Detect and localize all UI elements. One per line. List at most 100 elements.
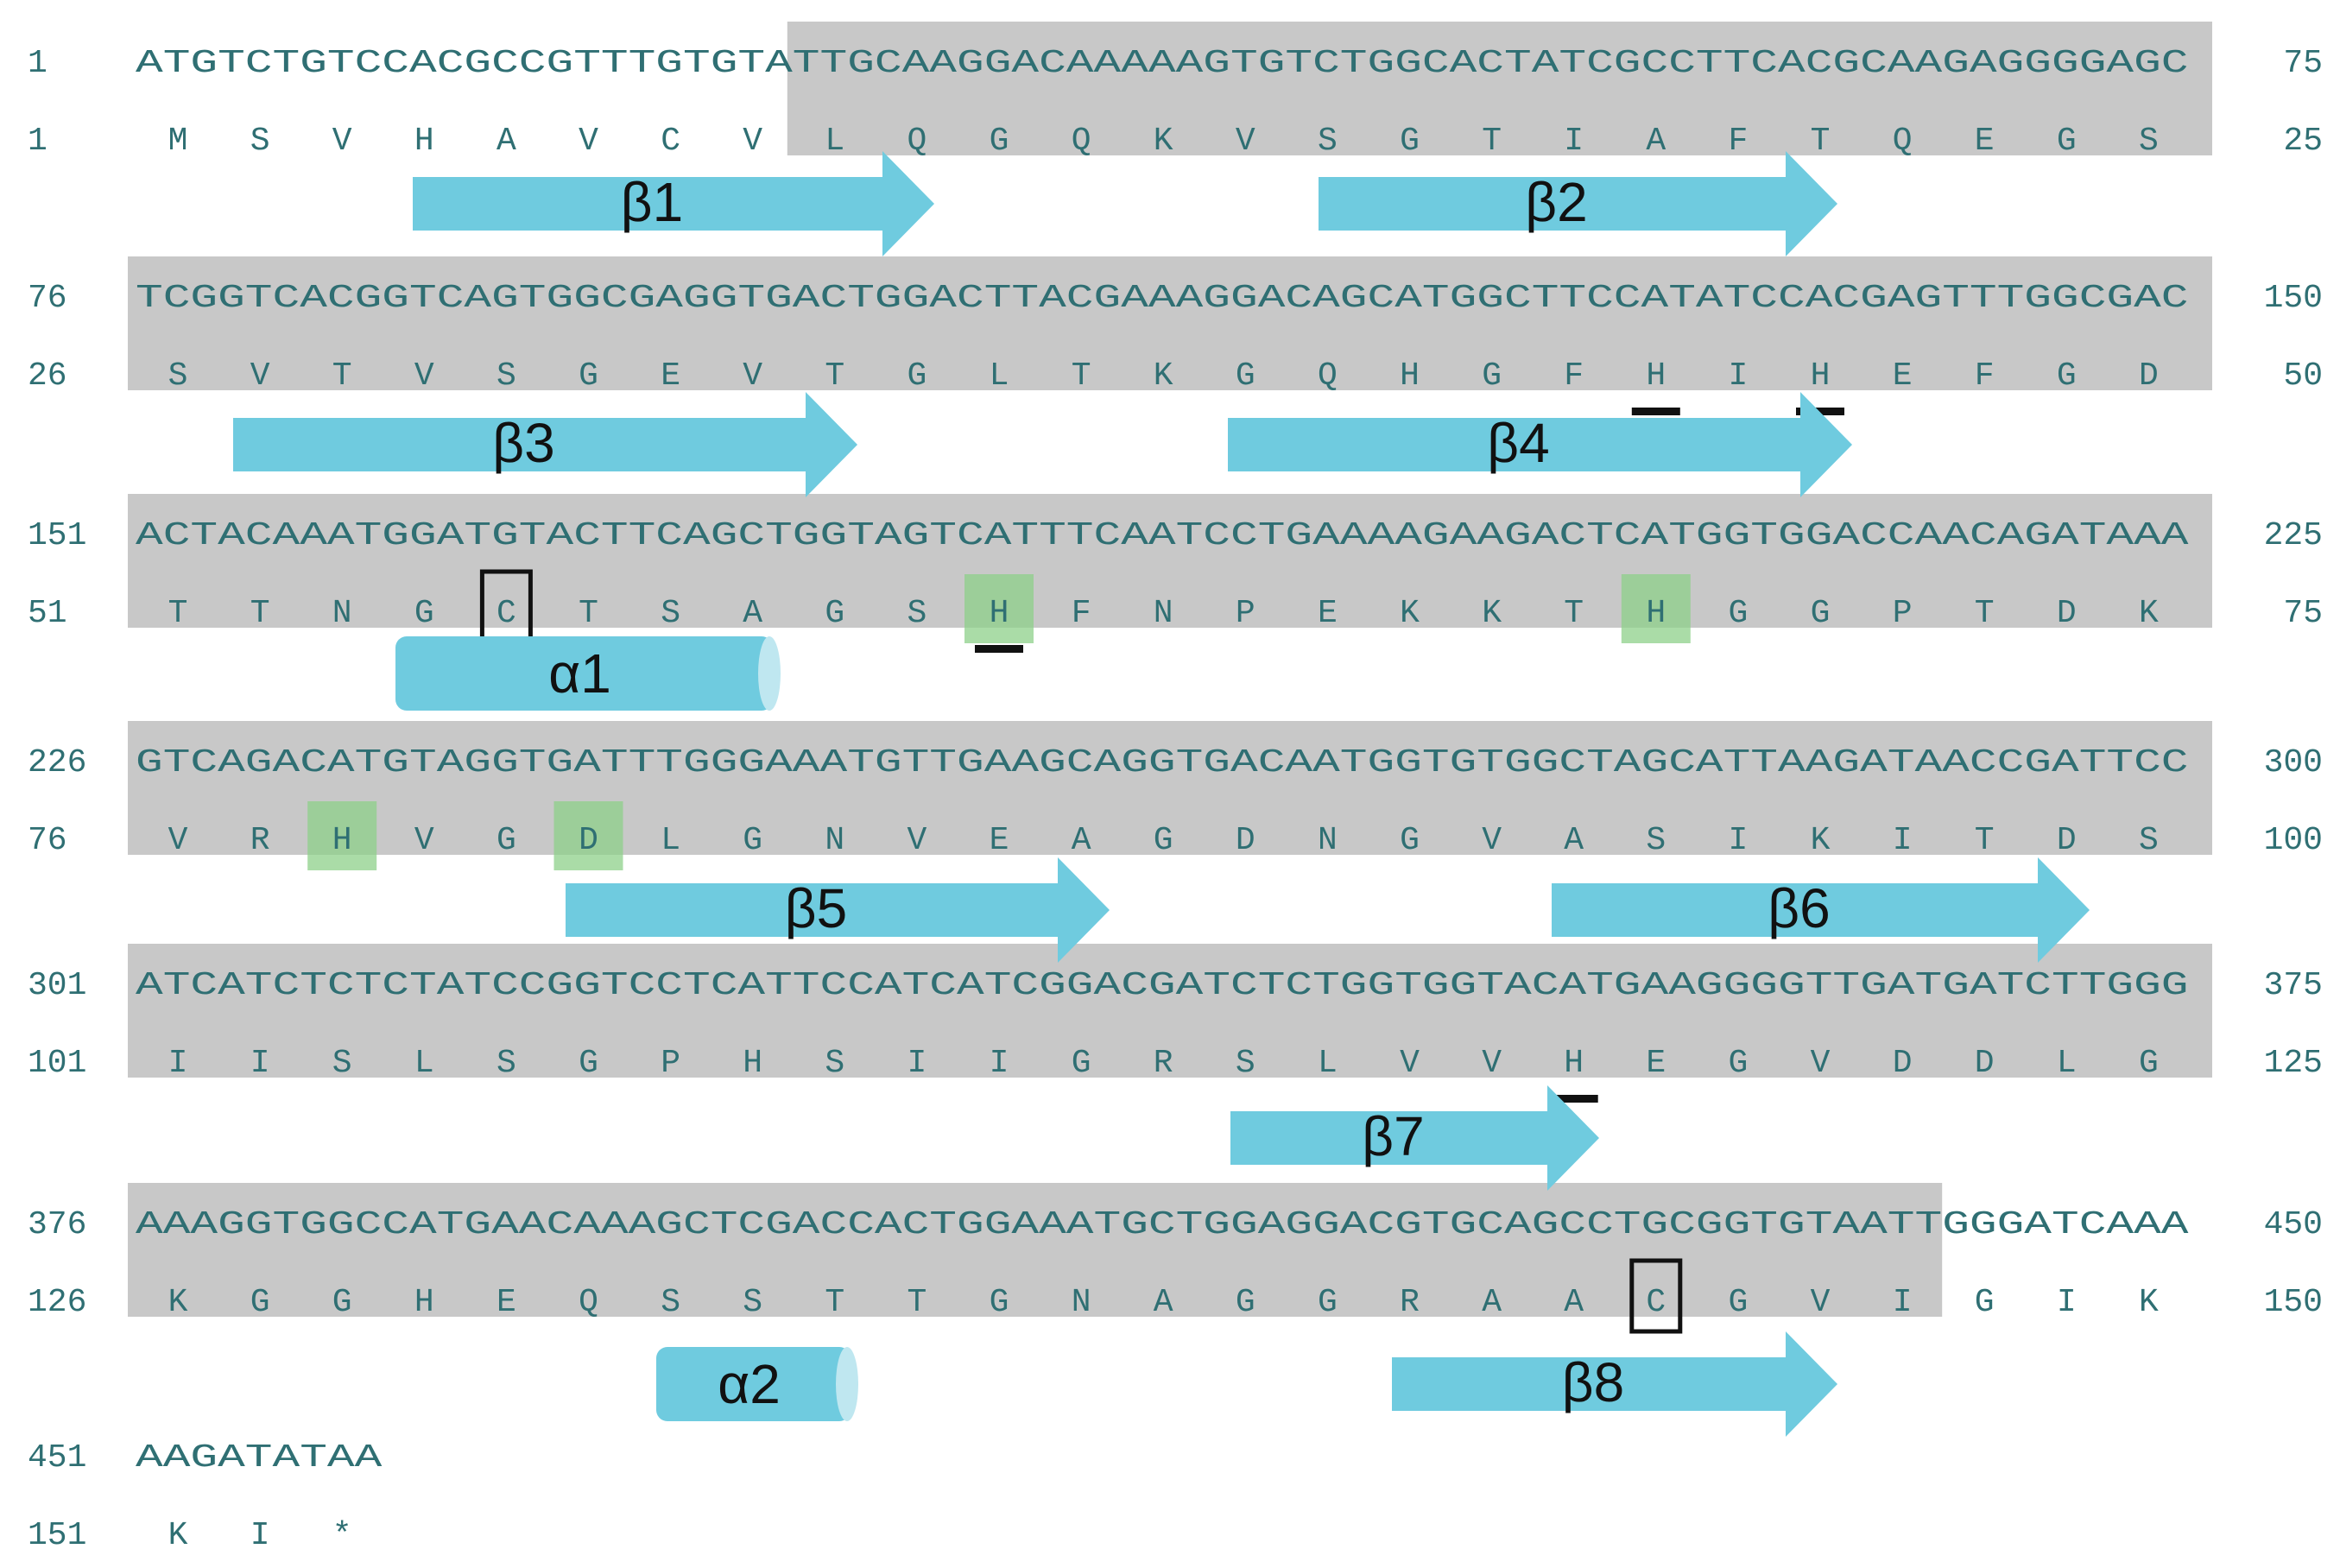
aa-end-number: 50 bbox=[2283, 357, 2323, 395]
shaded-region bbox=[128, 494, 2212, 628]
aa-end-number: 125 bbox=[2264, 1045, 2323, 1082]
amino-acid: S bbox=[332, 1045, 352, 1082]
secondary-structure-strand: β3 bbox=[233, 392, 857, 497]
amino-acid: K bbox=[1154, 357, 1173, 395]
amino-acid: E bbox=[496, 1284, 516, 1321]
amino-acid: G bbox=[579, 1045, 598, 1082]
amino-acid: G bbox=[414, 595, 434, 632]
amino-acid: K bbox=[1400, 595, 1420, 632]
residue-underline bbox=[975, 645, 1023, 653]
amino-acid: G bbox=[907, 357, 927, 395]
amino-acid: G bbox=[743, 822, 762, 859]
amino-acid: V bbox=[1811, 1045, 1831, 1082]
secondary-structure-strand: β1 bbox=[413, 151, 934, 256]
amino-acid: T bbox=[1564, 595, 1584, 632]
amino-acid: I bbox=[1893, 822, 1913, 859]
amino-acid: A bbox=[1646, 123, 1666, 160]
amino-acid: A bbox=[1154, 1284, 1173, 1321]
active-site-highlight bbox=[1621, 574, 1691, 643]
amino-acid: K bbox=[168, 1517, 188, 1554]
amino-acid: G bbox=[2057, 123, 2077, 160]
amino-acid: V bbox=[579, 123, 598, 160]
aa-start-number: 101 bbox=[28, 1045, 86, 1082]
amino-acid: Q bbox=[1893, 123, 1913, 160]
amino-acid: * bbox=[332, 1517, 352, 1554]
aa-end-number: 25 bbox=[2283, 123, 2323, 160]
aa-end-number: 100 bbox=[2264, 822, 2323, 859]
amino-acid: I bbox=[2057, 1284, 2077, 1321]
secondary-structure-strand: β2 bbox=[1319, 151, 1837, 256]
dna-sequence: AAAGGTGGCCATGAACAAAGCTCGACCACTGGAAATGCTG… bbox=[136, 1206, 2189, 1243]
feature-label: β8 bbox=[1562, 1351, 1624, 1413]
amino-acid: K bbox=[168, 1284, 188, 1321]
amino-acid: Q bbox=[1072, 123, 1091, 160]
helix-cylinder-body bbox=[395, 636, 773, 711]
amino-acid: T bbox=[168, 595, 188, 632]
amino-acid: T bbox=[1975, 595, 1995, 632]
amino-acid: A bbox=[1072, 822, 1091, 859]
amino-acid: L bbox=[1318, 1045, 1338, 1082]
secondary-structure-helix: α1 bbox=[395, 636, 781, 711]
dna-sequence: ATCATCTCTCTATCCGGTCCTCATTCCATCATCGGACGAT… bbox=[136, 967, 2189, 1004]
amino-acid: N bbox=[1154, 595, 1173, 632]
amino-acid: L bbox=[661, 822, 680, 859]
amino-acid: L bbox=[990, 357, 1009, 395]
residue-underline bbox=[1631, 408, 1680, 415]
amino-acid: H bbox=[1646, 357, 1666, 395]
amino-acid: V bbox=[332, 123, 352, 160]
amino-acid: F bbox=[1728, 123, 1748, 160]
amino-acid: V bbox=[1236, 123, 1255, 160]
amino-acid: F bbox=[1564, 357, 1584, 395]
amino-acid: V bbox=[250, 357, 270, 395]
aa-end-number: 75 bbox=[2283, 595, 2323, 632]
shaded-region bbox=[128, 721, 2212, 855]
amino-acid: E bbox=[1975, 123, 1995, 160]
amino-acid: Q bbox=[907, 123, 927, 160]
amino-acid: G bbox=[2139, 1045, 2159, 1082]
amino-acid: T bbox=[332, 357, 352, 395]
amino-acid: G bbox=[825, 595, 844, 632]
amino-acid: H bbox=[1811, 357, 1831, 395]
dna-end-number: 300 bbox=[2264, 744, 2323, 781]
dna-start-number: 226 bbox=[28, 744, 86, 781]
amino-acid: A bbox=[1564, 1284, 1584, 1321]
amino-acid: V bbox=[743, 357, 762, 395]
amino-acid: G bbox=[1318, 1284, 1338, 1321]
amino-acid: P bbox=[1236, 595, 1255, 632]
amino-acid: T bbox=[1975, 822, 1995, 859]
aa-start-number: 51 bbox=[28, 595, 67, 632]
dna-sequence: TCGGTCACGGTCAGTGGCGAGGTGACTGGACTTACGAAAG… bbox=[136, 280, 2189, 317]
aa-start-number: 1 bbox=[28, 123, 47, 160]
amino-acid: S bbox=[825, 1045, 844, 1082]
amino-acid: T bbox=[1811, 123, 1831, 160]
amino-acid: M bbox=[168, 123, 188, 160]
amino-acid: N bbox=[1318, 822, 1338, 859]
shaded-region bbox=[787, 22, 2212, 155]
beta-strand-arrow bbox=[1230, 1085, 1599, 1191]
amino-acid: V bbox=[1400, 1045, 1420, 1082]
amino-acid: N bbox=[825, 822, 844, 859]
beta-strand-arrow bbox=[413, 151, 934, 256]
shaded-region bbox=[128, 944, 2212, 1078]
amino-acid: H bbox=[743, 1045, 762, 1082]
dna-end-number: 225 bbox=[2264, 517, 2323, 554]
dna-start-number: 151 bbox=[28, 517, 86, 554]
amino-acid: A bbox=[1564, 822, 1584, 859]
feature-label: β6 bbox=[1768, 877, 1830, 939]
amino-acid: G bbox=[990, 1284, 1009, 1321]
amino-acid: H bbox=[990, 595, 1009, 632]
amino-acid: I bbox=[907, 1045, 927, 1082]
amino-acid: I bbox=[168, 1045, 188, 1082]
amino-acid: C bbox=[661, 123, 680, 160]
dna-end-number: 450 bbox=[2264, 1206, 2323, 1243]
amino-acid: I bbox=[1564, 123, 1584, 160]
amino-acid: G bbox=[1482, 357, 1502, 395]
amino-acid: D bbox=[2057, 595, 2077, 632]
dna-start-number: 76 bbox=[28, 280, 67, 317]
amino-acid: H bbox=[1564, 1045, 1584, 1082]
amino-acid: G bbox=[1154, 822, 1173, 859]
